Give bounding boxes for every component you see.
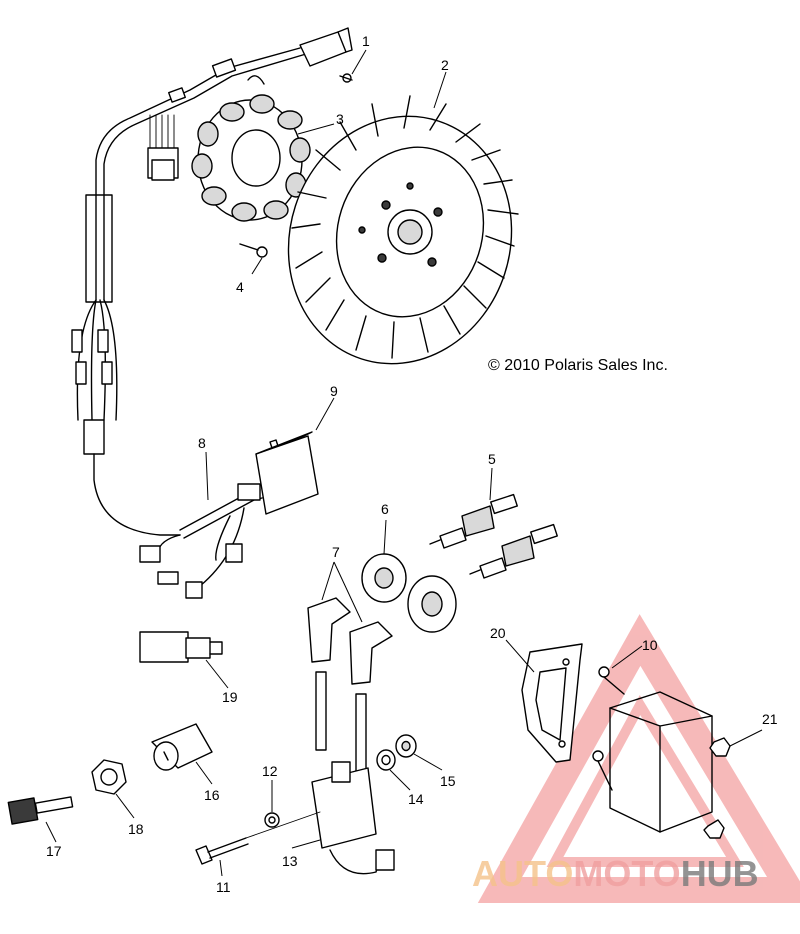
spacer	[395, 734, 417, 758]
callout-12: 12	[262, 763, 278, 779]
spark-plugs	[429, 493, 558, 579]
callout-13: 13	[282, 853, 298, 869]
stator-connector	[299, 27, 353, 83]
ignition-key	[7, 796, 74, 825]
callout-4: 4	[236, 279, 244, 295]
battery-bolts	[592, 666, 625, 791]
callout-6: 6	[381, 501, 389, 517]
copyright-notice: © 2010 Polaris Sales Inc.	[488, 357, 668, 374]
callout-20: 20	[490, 625, 506, 641]
battery-bracket	[521, 643, 583, 763]
stator-screw	[239, 243, 268, 258]
stator	[191, 75, 311, 222]
connector	[139, 631, 223, 663]
callout-9: 9	[330, 383, 338, 399]
callout-18: 18	[128, 821, 144, 837]
callout-8: 8	[198, 435, 206, 451]
flywheel	[287, 95, 519, 365]
star-washer	[264, 812, 280, 828]
callout-14: 14	[408, 791, 424, 807]
grommets	[361, 553, 457, 633]
spark-plug-caps	[307, 597, 393, 773]
watermark-logo	[477, 614, 800, 903]
callout-labels: 1 2 3 4 5 6 7 8 9 10 11 12 13 14 15 16 1…	[46, 33, 778, 895]
callout-2: 2	[441, 57, 449, 73]
callout-11: 11	[216, 879, 231, 895]
watermark-text: AUTOMOTOHUB	[472, 853, 759, 894]
callout-17: 17	[46, 843, 62, 859]
kill-switch	[151, 723, 213, 771]
watermark-text-auto: AUTO	[472, 853, 573, 894]
callout-1: 1	[362, 33, 370, 49]
battery	[609, 691, 713, 833]
washer	[376, 749, 396, 771]
callout-15: 15	[440, 773, 456, 789]
callout-5: 5	[488, 451, 496, 467]
callout-19: 19	[222, 689, 238, 705]
ignition-coil	[311, 761, 395, 875]
watermark-triangle	[477, 614, 800, 903]
callout-21: 21	[762, 711, 778, 727]
watermark-text-hub: HUB	[681, 853, 759, 894]
leader-lines	[45, 49, 763, 877]
coil-bolt	[195, 811, 321, 865]
key-nut	[91, 759, 127, 795]
cdi-harness	[139, 483, 263, 599]
callout-3: 3	[336, 111, 344, 127]
harness-plug	[147, 114, 179, 181]
watermark-text-moto: MOTO	[573, 853, 680, 894]
callout-7: 7	[332, 544, 340, 560]
cdi-box	[255, 431, 319, 515]
battery-nuts	[703, 737, 731, 839]
stator-harness	[71, 47, 307, 536]
callout-16: 16	[204, 787, 220, 803]
callout-10: 10	[642, 637, 658, 653]
